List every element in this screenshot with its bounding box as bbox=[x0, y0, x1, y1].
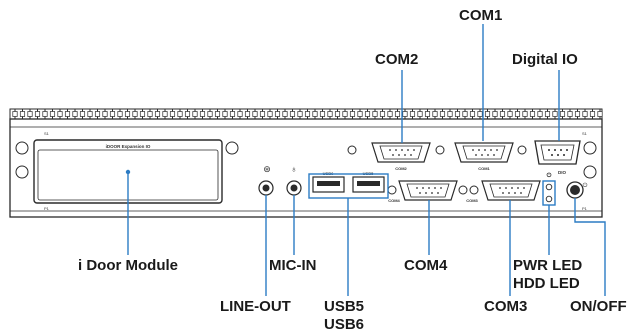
mounting-hole-right-top bbox=[583, 141, 597, 155]
mounting-hole-com bbox=[435, 145, 445, 155]
label-usb5: USB5 bbox=[324, 298, 365, 315]
label-com2: COM2 bbox=[375, 51, 419, 68]
com2-port: COM2 bbox=[371, 142, 431, 171]
digital-io-port bbox=[534, 140, 581, 165]
mounting-hole-com bbox=[347, 145, 357, 155]
com3-print: COM3 bbox=[466, 198, 478, 203]
label-mic-in: MIC-IN bbox=[269, 257, 317, 274]
com1-print: COM1 bbox=[478, 166, 490, 171]
mic-in-jack: ♁ bbox=[286, 164, 302, 196]
svg-text:P1: P1 bbox=[44, 206, 50, 211]
label-line-out: LINE-OUT bbox=[220, 298, 291, 315]
label-usb6: USB6 bbox=[324, 316, 365, 333]
svg-text:⊛: ⊛ bbox=[263, 164, 271, 174]
callout-lines bbox=[127, 24, 606, 296]
mounting-hole-left-top bbox=[15, 141, 29, 155]
mounting-hole-mid bbox=[225, 141, 239, 155]
label-on-off: ON/OFF bbox=[570, 298, 627, 315]
svg-text:S1: S1 bbox=[44, 131, 50, 136]
label-digital-io: Digital IO bbox=[512, 51, 578, 68]
com4-print: COM4 bbox=[388, 198, 400, 203]
svg-text:♁: ♁ bbox=[291, 164, 298, 174]
label-i-door-module: i Door Module bbox=[78, 257, 178, 274]
mounting-hole-left-bottom bbox=[15, 165, 29, 179]
led-indicators: ⏻ bbox=[545, 172, 553, 203]
com1-port: COM1 bbox=[454, 142, 514, 171]
dio-print: DIO bbox=[558, 170, 567, 175]
svg-text:P1: P1 bbox=[582, 206, 588, 211]
com4-port: COM4 bbox=[387, 180, 468, 203]
heatsink-fins bbox=[9, 108, 603, 120]
mounting-hole-com bbox=[517, 145, 527, 155]
label-hdd-led: HDD LED bbox=[513, 275, 580, 292]
com2-print: COM2 bbox=[395, 166, 407, 171]
svg-text:S1: S1 bbox=[582, 131, 588, 136]
com3-port: COM3 bbox=[466, 180, 541, 203]
label-com1: COM1 bbox=[459, 7, 503, 24]
line-out-jack: ⊛ bbox=[258, 164, 274, 196]
label-com4: COM4 bbox=[404, 257, 448, 274]
svg-text:⏻: ⏻ bbox=[547, 172, 552, 179]
idoor-expansion-print: iDOOR Expansion IO bbox=[106, 144, 151, 149]
callout-dots bbox=[125, 169, 131, 175]
svg-text:⏻: ⏻ bbox=[583, 182, 588, 189]
mounting-hole-right-bottom bbox=[583, 165, 597, 179]
label-pwr-led: PWR LED bbox=[513, 257, 583, 274]
label-com3: COM3 bbox=[484, 298, 528, 315]
